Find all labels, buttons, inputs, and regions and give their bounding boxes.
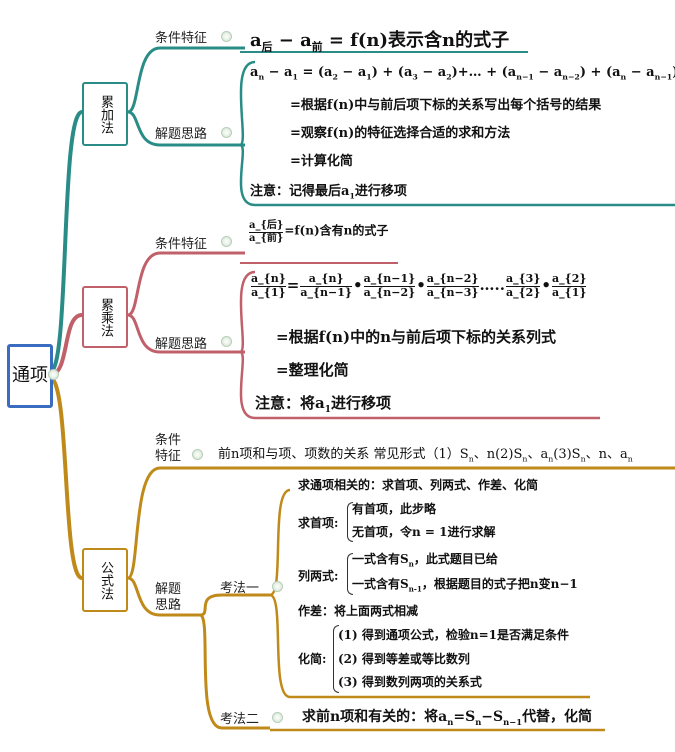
collapse-dot-icon[interactable] [48, 369, 59, 380]
leicheng-solve-label[interactable]: 解题思路 [155, 337, 208, 352]
method1-diff: 作差：将上面两式相减 [298, 604, 419, 618]
leijia-note: 注意：记得最后a1进行移项 [250, 184, 407, 201]
subscript: 1 [324, 405, 331, 415]
fraction-denominator: a_{n−2} [363, 285, 416, 299]
subscript: 1 [349, 191, 355, 201]
subscript: 后 [261, 40, 273, 54]
fraction-numerator: a_{后} [249, 220, 284, 233]
root-node[interactable]: 通项 [7, 344, 53, 408]
collapse-dot-icon[interactable] [221, 236, 232, 247]
leijia-step: =观察f(n)的特征选择合适的求和方法 [290, 126, 511, 141]
two-eq-item: 一式含有Sn，此式题目已给 [352, 552, 498, 569]
equals-sign: = [286, 276, 300, 295]
ellipsis: ….. [479, 276, 505, 295]
gongshi-solve-label[interactable]: 解题思路 [155, 582, 182, 613]
two-eq-label: 列两式: [298, 569, 339, 583]
subscript: n [522, 454, 528, 464]
simplify-item: (3) 得到数列两项的关系式 [338, 675, 482, 689]
node-label: 公式法 [98, 560, 113, 600]
subscript: 前 [311, 40, 323, 54]
brace [333, 625, 339, 693]
leijia-cond-text: a后 − a前 = f(n)表示含n的式子 [250, 30, 510, 54]
fraction-denominator: a_{1} [552, 285, 587, 299]
node-label: 累加法 [98, 94, 113, 134]
leijia-formula: an − a1 = (a2 − a1) + (a3 − a2)+… + (an−… [250, 65, 675, 82]
node-leicheng[interactable]: 累乘法 [82, 286, 128, 348]
subscript: 1 [292, 72, 298, 82]
first-term-item: 无首项，令n = 1进行求解 [352, 525, 496, 539]
dot-operator: • [416, 276, 426, 295]
branch-gongshi [48, 376, 84, 580]
subscript: n [258, 72, 265, 82]
gongshi-cond-text: 前n项和与项、项数的关系 常见形式（1）Sn、n(2)Sn、an(3)Sn、n、… [218, 447, 633, 464]
collapse-dot-icon[interactable] [221, 127, 232, 138]
leijia-solve-label[interactable]: 解题思路 [155, 127, 208, 142]
root-label: 通项 [12, 365, 48, 386]
subscript: 1 [366, 72, 372, 82]
leijia-cond-label[interactable]: 条件特征 [155, 31, 208, 46]
simplify-label: 化简: [298, 652, 327, 666]
leicheng-cond: a_{后}a_{前}=f(n)含有n的式子 [248, 220, 388, 244]
gongshi-cond-label[interactable]: 条件特征 [155, 433, 182, 464]
fraction-numerator: a_{n−1} [363, 272, 416, 287]
subscript: n−1 [503, 716, 523, 727]
subscript: n-1 [408, 584, 422, 594]
subscript: n [580, 454, 586, 464]
subscript: n−1 [516, 72, 534, 82]
collapse-dot-icon[interactable] [221, 31, 232, 42]
dot-operator: • [353, 276, 363, 295]
simplify-item: (1) 得到通项公式，检验n=1是否满足条件 [338, 628, 570, 642]
node-leijia[interactable]: 累加法 [82, 82, 128, 146]
fraction-denominator: a_{n−3} [426, 285, 479, 299]
leicheng-step: =根据f(n)中的n与前后项下标的关系列式 [276, 328, 557, 346]
subscript: n [627, 454, 633, 464]
method2-label[interactable]: 考法二 [220, 712, 260, 727]
node-gongshi[interactable]: 公式法 [82, 548, 128, 612]
subscript: 3 [412, 72, 418, 82]
method1-intro: 求通项相关的：求首项、列两式、作差、化简 [298, 478, 539, 492]
leijia-step: =根据f(n)中与前后项下标的关系写出每个括号的结果 [290, 98, 602, 113]
subscript: 2 [446, 72, 452, 82]
collapse-dot-icon[interactable] [272, 581, 283, 592]
fraction-numerator: a_{n} [300, 272, 353, 287]
fraction-numerator: a_{n} [251, 272, 286, 287]
leicheng-formula: a_{n}a_{1}=a_{n}a_{n−1}•a_{n−1}a_{n−2}•a… [250, 272, 587, 299]
collapse-dot-icon[interactable] [221, 336, 232, 347]
leicheng-step: =整理化简 [276, 361, 349, 379]
subscript: n [408, 559, 414, 569]
fraction-denominator: a_{2} [505, 285, 541, 299]
fraction-denominator: a_{n−1} [300, 285, 353, 299]
subscript: n [475, 716, 482, 727]
two-eq-item: 一式含有Sn-1，根据题目的式子把n变n−1 [352, 577, 578, 594]
leicheng-cond-label[interactable]: 条件特征 [155, 237, 208, 252]
collapse-dot-icon[interactable] [272, 712, 283, 723]
subscript: n [620, 72, 627, 82]
fraction-numerator: a_{2} [552, 272, 587, 287]
fraction-denominator: a_{1} [251, 285, 286, 299]
subscript: n [468, 454, 474, 464]
node-label: 累乘法 [98, 297, 113, 337]
fraction-numerator: a_{n−2} [426, 272, 479, 287]
method1-label[interactable]: 考法一 [220, 581, 260, 596]
subscript: n [548, 454, 554, 464]
branch-leijia [48, 110, 84, 374]
fraction-numerator: a_{3} [505, 272, 541, 287]
first-term-item: 有首项，此步略 [352, 502, 437, 516]
subscript: n−1 [654, 72, 673, 82]
first-term-label: 求首项: [298, 516, 339, 530]
subscript: 2 [332, 72, 338, 82]
fraction-denominator: a_{前} [249, 232, 284, 244]
subscript: n [447, 716, 454, 727]
subscript: n−2 [562, 72, 580, 82]
leijia-step: =计算化简 [290, 154, 353, 169]
dot-operator: • [541, 276, 551, 295]
brace [347, 553, 353, 595]
leicheng-cond-text: =f(n)含有n的式子 [284, 223, 389, 238]
brace [347, 502, 353, 542]
leicheng-note: 注意：将a1进行移项 [255, 394, 392, 415]
method2-text: 求前n项和有关的：将an=Sn−Sn−1代替，化简 [302, 709, 593, 727]
collapse-dot-icon[interactable] [192, 449, 203, 460]
simplify-item: (2) 得到等差或等比数列 [338, 652, 470, 666]
